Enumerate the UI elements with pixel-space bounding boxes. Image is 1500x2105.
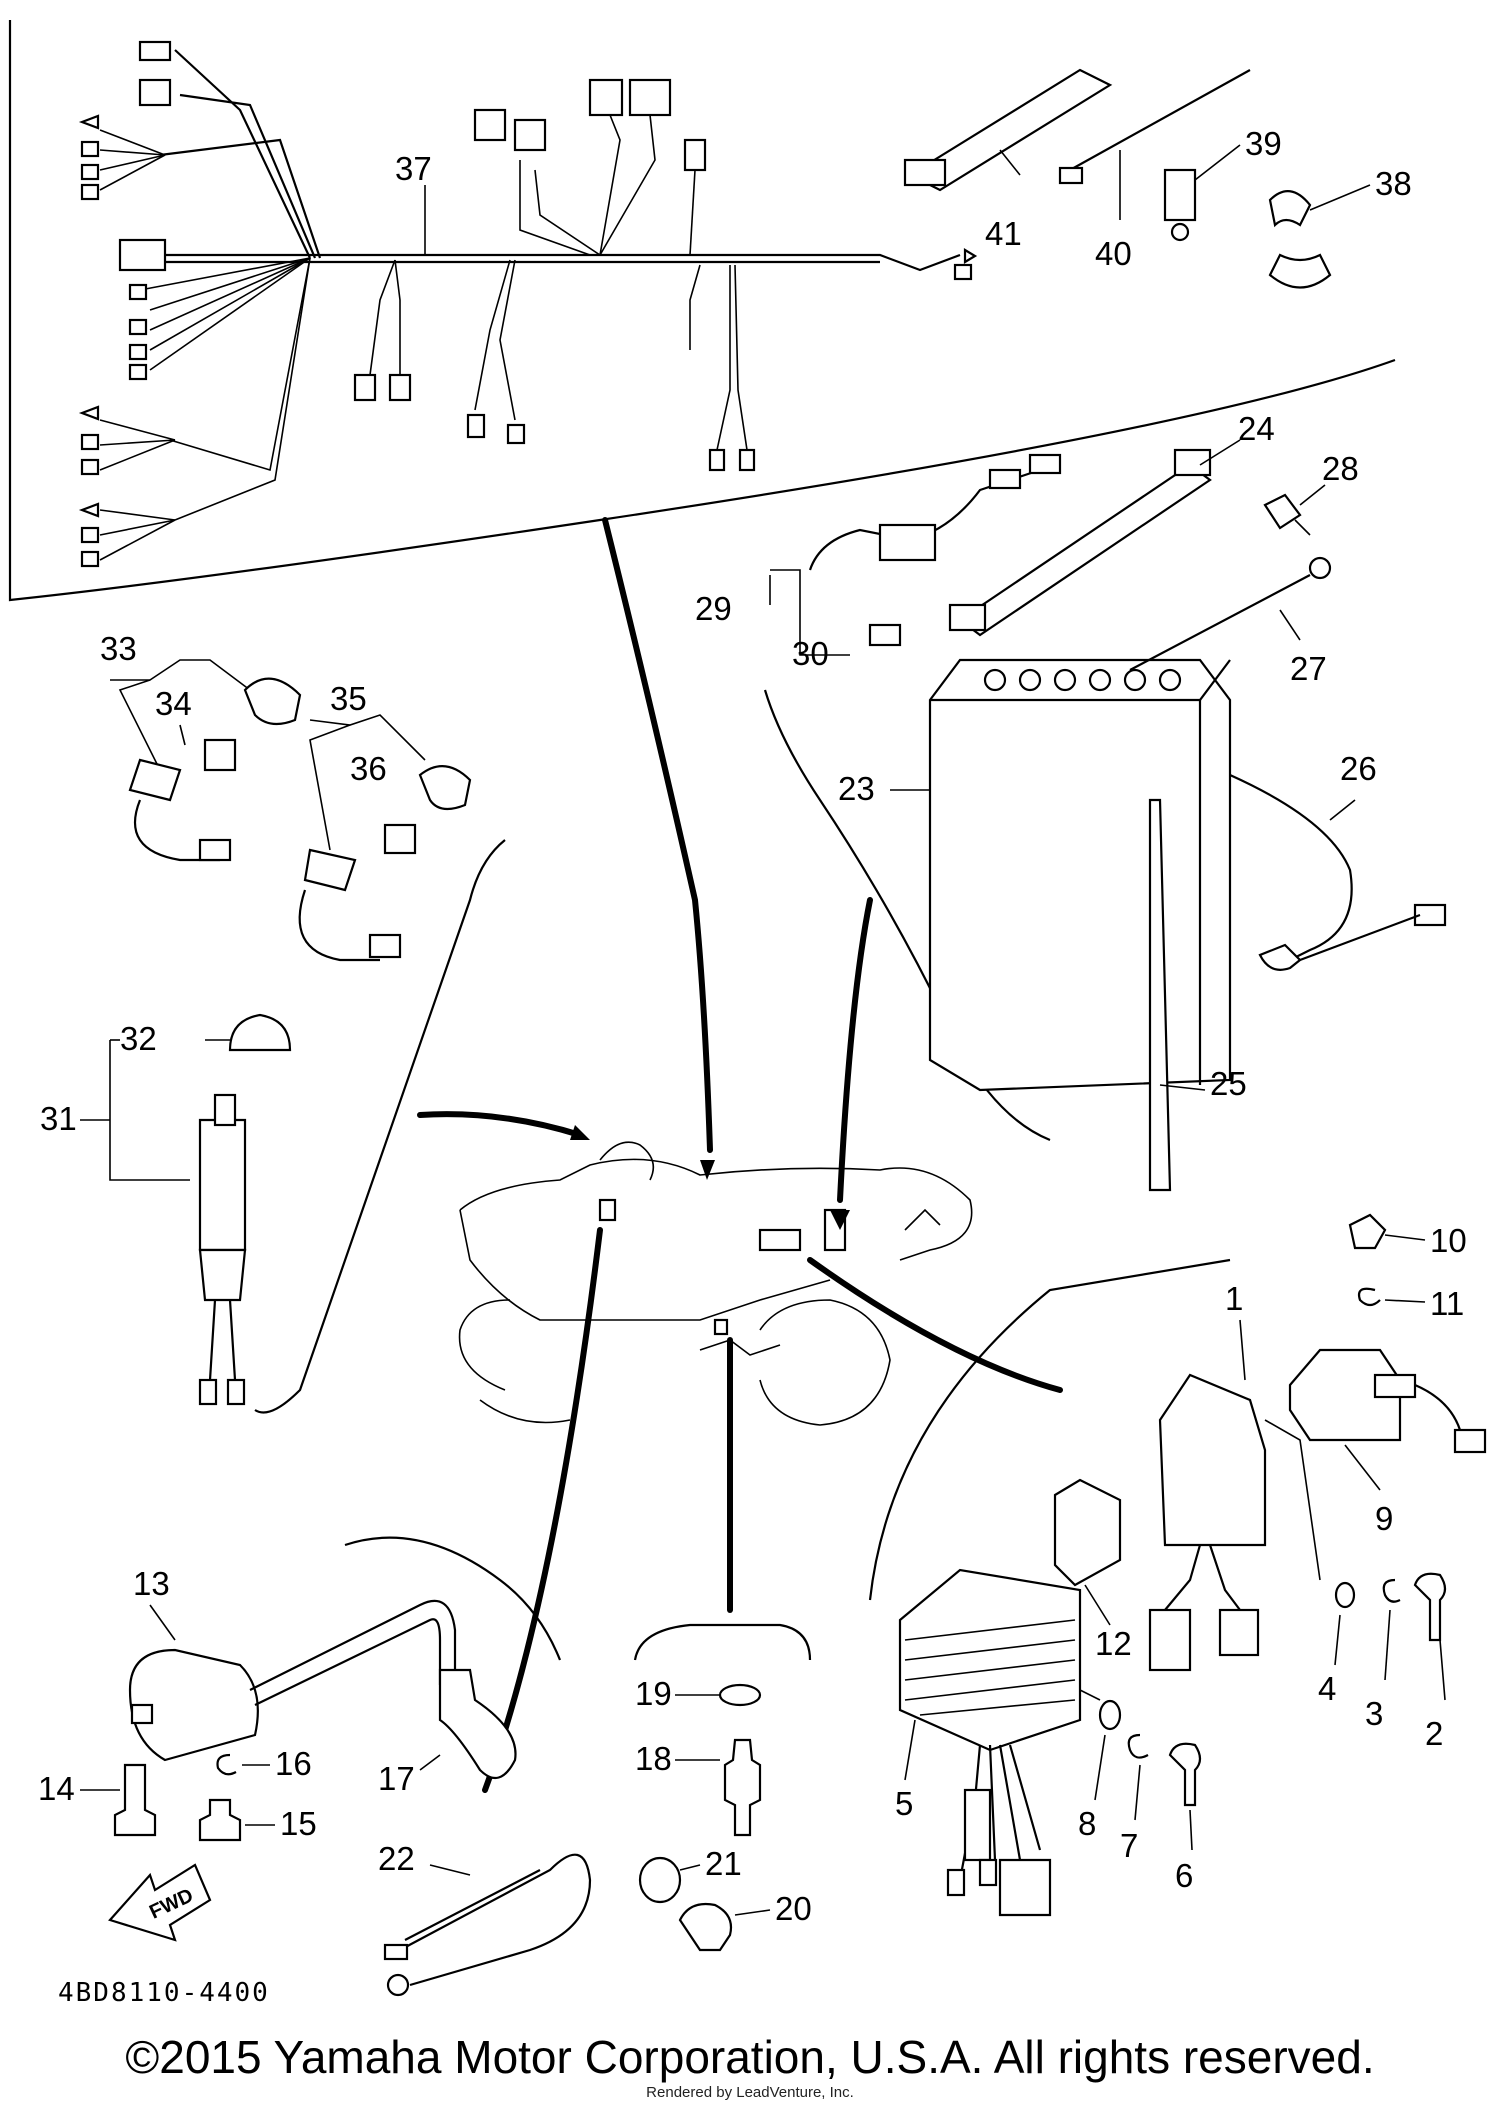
callout-19: 19 [635, 1675, 672, 1712]
pickup-9 [1288, 1348, 1402, 1442]
plug-cap-17 [438, 1668, 517, 1780]
screw-2 [1413, 1572, 1447, 1642]
callout-33: 33 [100, 630, 137, 667]
rectifier-5 [898, 1568, 1082, 1752]
main-switch-31 [198, 1118, 247, 1252]
callout-36: 36 [350, 750, 387, 787]
callout-1: 1 [1225, 1280, 1243, 1317]
callout-35: 35 [330, 680, 367, 717]
harness-panel-border [8, 20, 1396, 602]
callout-29: 29 [695, 590, 732, 627]
spark-plug-group: 19 18 21 20 [633, 1623, 812, 1952]
callout-26: 26 [1340, 750, 1377, 787]
callout-4: 4 [1318, 1670, 1336, 1707]
callout-17: 17 [378, 1760, 415, 1797]
ignition-coil-group: 13 17 16 14 15 22 FWD [38, 1536, 592, 1997]
callout-34: 34 [155, 685, 192, 722]
motorcycle-outline [458, 1141, 973, 1426]
rendered-by-note: Rendered by LeadVenture, Inc. [646, 2084, 854, 2101]
copyright-notice: ©2015 Yamaha Motor Corporation, U.S.A. A… [125, 2031, 1375, 2083]
ignition-coil-13 [128, 1648, 259, 1762]
callout-27: 27 [1290, 650, 1327, 687]
callout-38: 38 [1375, 165, 1412, 202]
callout-18: 18 [635, 1740, 672, 1777]
callout-15: 15 [280, 1805, 317, 1842]
lead-26 [1229, 773, 1353, 966]
callout-28: 28 [1322, 450, 1359, 487]
callout-5: 5 [895, 1785, 913, 1822]
callout-40: 40 [1095, 235, 1132, 272]
lead-27 [1129, 574, 1311, 671]
callout-6: 6 [1175, 1857, 1193, 1894]
callout-13: 13 [133, 1565, 170, 1602]
clamp-38 [1268, 190, 1312, 228]
washer-19 [718, 1683, 762, 1707]
callout-3: 3 [1365, 1695, 1383, 1732]
callout-14: 14 [38, 1770, 75, 1807]
callout-32: 32 [120, 1020, 157, 1057]
callout-12: 12 [1095, 1625, 1132, 1662]
leader-lines [417, 517, 1063, 1793]
screw-6 [1168, 1742, 1202, 1807]
washer-21 [638, 1856, 682, 1904]
clip-39 [1163, 168, 1197, 222]
spark-plug-18 [723, 1738, 762, 1837]
knob-32 [228, 1013, 292, 1052]
callout-8: 8 [1078, 1805, 1096, 1842]
callout-7: 7 [1120, 1827, 1138, 1864]
callout-9: 9 [1375, 1500, 1393, 1537]
callout-2: 2 [1425, 1715, 1443, 1752]
electrical-components-right: 10 11 9 1 4 3 2 12 [868, 1213, 1487, 1917]
bolt-14 [113, 1763, 157, 1837]
bolt-20 [678, 1902, 733, 1952]
nut-10 [1348, 1213, 1387, 1250]
battery-panel: 23 24 28 27 25 26 29 [695, 410, 1447, 1192]
strap-24 [958, 463, 1212, 637]
cap-33 [243, 677, 302, 726]
callout-41: 41 [985, 215, 1022, 252]
lead-22 [399, 1853, 592, 1987]
relay-12 [1053, 1478, 1122, 1587]
bolt-28 [1263, 493, 1302, 530]
drawing-number: 4BD8110-4400 [58, 1978, 270, 2008]
callout-22: 22 [378, 1840, 415, 1877]
bolt-15 [198, 1798, 242, 1842]
callout-31: 31 [40, 1100, 77, 1137]
sensor-group-left: 33 34 35 36 32 31 [40, 630, 506, 1414]
callout-11: 11 [1430, 1285, 1464, 1322]
fwd-arrow: FWD [108, 1863, 212, 1942]
callout-20: 20 [775, 1890, 812, 1927]
callout-10: 10 [1430, 1222, 1467, 1259]
battery-23 [928, 658, 1232, 1092]
callout-24: 24 [1238, 410, 1275, 447]
band-25 [1148, 798, 1172, 1192]
callout-39: 39 [1245, 125, 1282, 162]
callout-21: 21 [705, 1845, 742, 1882]
cdi-unit-1 [1158, 1373, 1267, 1547]
callout-23: 23 [838, 770, 875, 807]
callout-16: 16 [275, 1745, 312, 1782]
callout-25: 25 [1210, 1065, 1247, 1102]
callout-30: 30 [792, 635, 829, 672]
callout-37: 37 [395, 150, 432, 187]
wire-harness-panel: 37 41 40 39 38 [8, 20, 1412, 602]
